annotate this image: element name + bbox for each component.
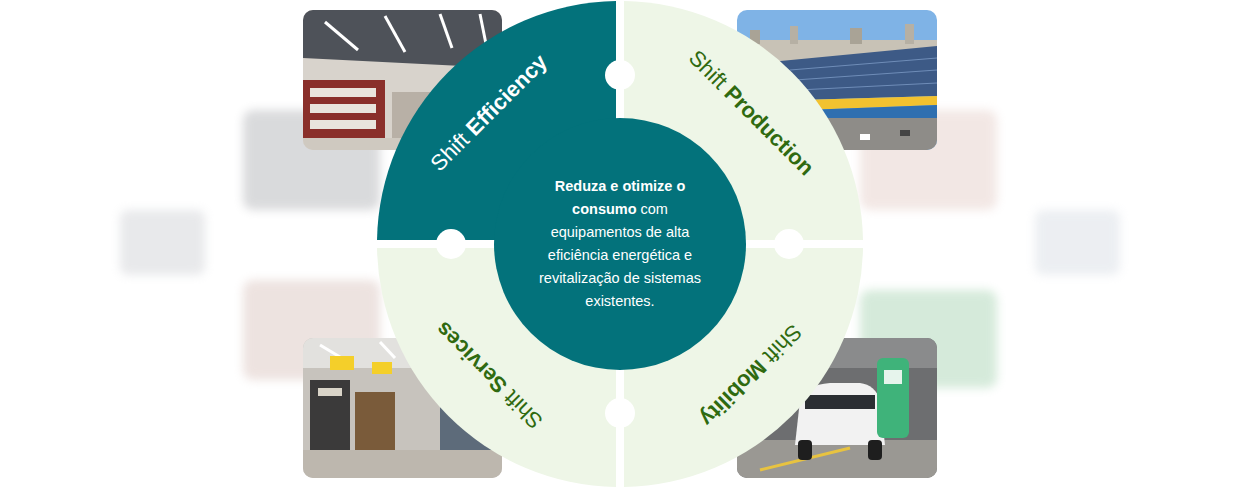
solar-roof-photo [790,58,937,70]
store-interior-photo [325,22,358,50]
center-description: Reduza e otimize o consumocom equipament… [525,175,715,313]
blurred-photos [1035,210,1120,275]
solar-roof-photo [900,130,910,136]
store-aisle-photo [355,392,395,450]
store-aisle-photo [380,342,395,358]
body-text: com equipamentos de alta eficiência ener… [539,201,701,309]
ev-charging-photo [884,370,902,384]
ev-charging-photo [877,358,909,438]
solar-roof-photo [795,70,937,80]
notch [774,229,804,259]
ev-charging-photo [737,440,937,478]
segment-shape [494,118,746,370]
store-interior-photo [440,14,452,48]
solar-roof-photo [798,83,937,90]
solar-roof-photo [905,24,914,44]
store-aisle-photo [372,362,392,374]
notch [605,60,635,90]
store-aisle-photo [318,388,342,396]
notch [605,398,635,428]
store-interior-photo [303,80,385,140]
ev-charging-photo [868,440,882,460]
store-aisle-photo [310,380,350,450]
notch [436,229,466,259]
blurred-photos [243,110,380,210]
solar-roof-photo [860,134,870,140]
store-aisle-photo [330,356,354,370]
store-interior-photo [310,120,376,129]
ev-charging-photo [805,395,875,409]
store-interior-photo [310,104,376,113]
blurred-photos [120,110,1120,388]
store-interior-photo [385,16,405,52]
blurred-photos [120,210,205,275]
center-disc [494,118,746,370]
store-aisle-photo [303,450,502,478]
store-interior-photo [310,88,376,97]
solar-roof-photo [850,28,862,44]
ring-segment [624,248,863,487]
ev-charging-photo [798,440,812,460]
store-interior-photo [480,14,486,44]
center-circle: Reduza e otimize o consumocom equipament… [494,118,746,370]
ring-segment [377,248,616,487]
solar-roof-photo [790,26,798,44]
